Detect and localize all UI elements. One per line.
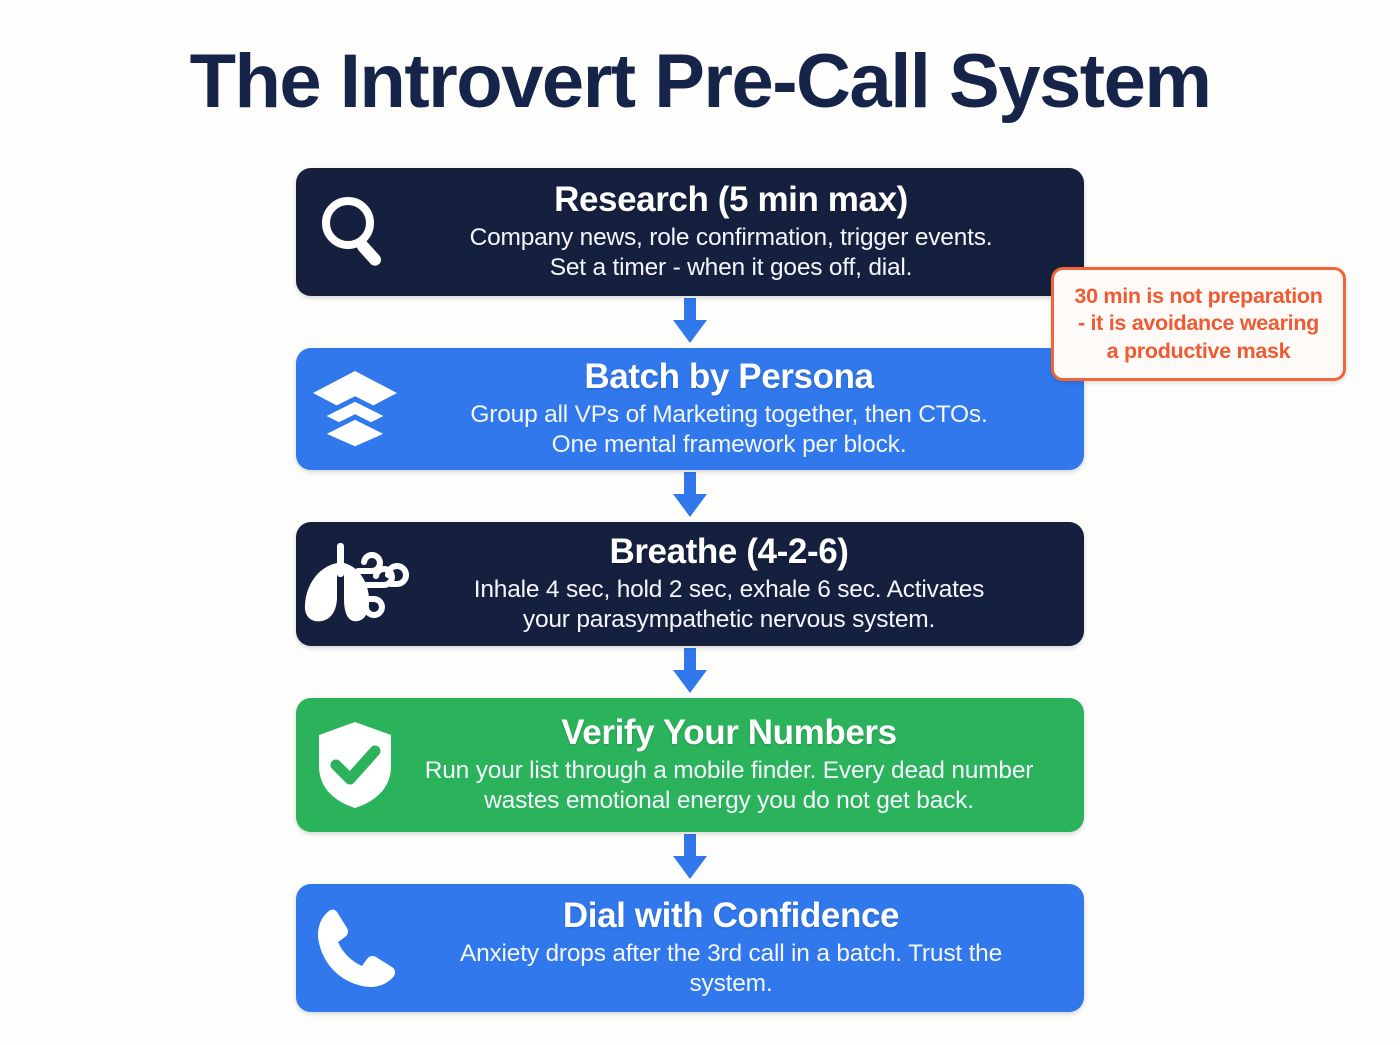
lungs-icon [296, 541, 414, 627]
step-desc-line1: Run your list through a mobile finder. E… [424, 756, 1034, 784]
step-card-text: Research (5 min max) Company news, role … [414, 180, 1084, 284]
step-desc-line1: Group all VPs of Marketing together, the… [470, 400, 988, 428]
page-title: The Introvert Pre-Call System [189, 39, 1212, 124]
step-card-breathe: Breathe (4-2-6) Inhale 4 sec, hold 2 sec… [296, 522, 1084, 646]
step-title: Batch by Persona [584, 357, 874, 397]
callout-text: 30 min is not preparation - it is avoida… [1066, 283, 1330, 366]
step-title: Breathe (4-2-6) [609, 532, 849, 572]
phone-icon [296, 903, 414, 993]
step-desc-line1: Company news, role confirmation, trigger… [469, 223, 993, 251]
flow-arrow-2 [296, 470, 1084, 522]
callout-line-1: 30 min is not preparation [1074, 283, 1323, 308]
step-desc-line1: Inhale 4 sec, hold 2 sec, exhale 6 sec. … [473, 575, 985, 603]
step-desc-line2: Set a timer - when it goes off, dial. [549, 254, 913, 282]
step-card-research: Research (5 min max) Company news, role … [296, 168, 1084, 296]
process-flow: Research (5 min max) Company news, role … [296, 168, 1084, 1012]
step-title: Verify Your Numbers [561, 713, 897, 753]
flow-arrow-4 [296, 832, 1084, 884]
callout-box: 30 min is not preparation - it is avoida… [1051, 267, 1346, 381]
step-card-text: Verify Your Numbers Run your list throug… [414, 713, 1084, 817]
step-card-verify: Verify Your Numbers Run your list throug… [296, 698, 1084, 832]
flow-arrow-3 [296, 646, 1084, 698]
step-desc-line2: your parasympathetic nervous system. [522, 606, 936, 634]
step-card-text: Breathe (4-2-6) Inhale 4 sec, hold 2 sec… [414, 532, 1084, 636]
step-card-dial: Dial with Confidence Anxiety drops after… [296, 884, 1084, 1012]
step-title: Dial with Confidence [562, 896, 900, 936]
shield-check-icon [296, 719, 414, 811]
layers-icon [296, 367, 414, 451]
flow-arrow-1 [296, 296, 1084, 348]
step-card-text: Dial with Confidence Anxiety drops after… [414, 896, 1084, 1000]
step-title: Research (5 min max) [554, 180, 908, 220]
step-desc-line2: One mental framework per block. [551, 431, 907, 459]
callout-line-2: - it is avoidance wearing [1077, 311, 1319, 336]
magnifying-glass-icon [296, 188, 414, 276]
step-card-text: Batch by Persona Group all VPs of Market… [414, 357, 1084, 461]
callout-line-3: a productive mask [1106, 338, 1291, 363]
step-desc-line1: Anxiety drops after the 3rd call in a ba… [459, 939, 1003, 998]
step-desc-line2: wastes emotional energy you do not get b… [484, 787, 974, 815]
step-card-batch: Batch by Persona Group all VPs of Market… [296, 348, 1084, 470]
